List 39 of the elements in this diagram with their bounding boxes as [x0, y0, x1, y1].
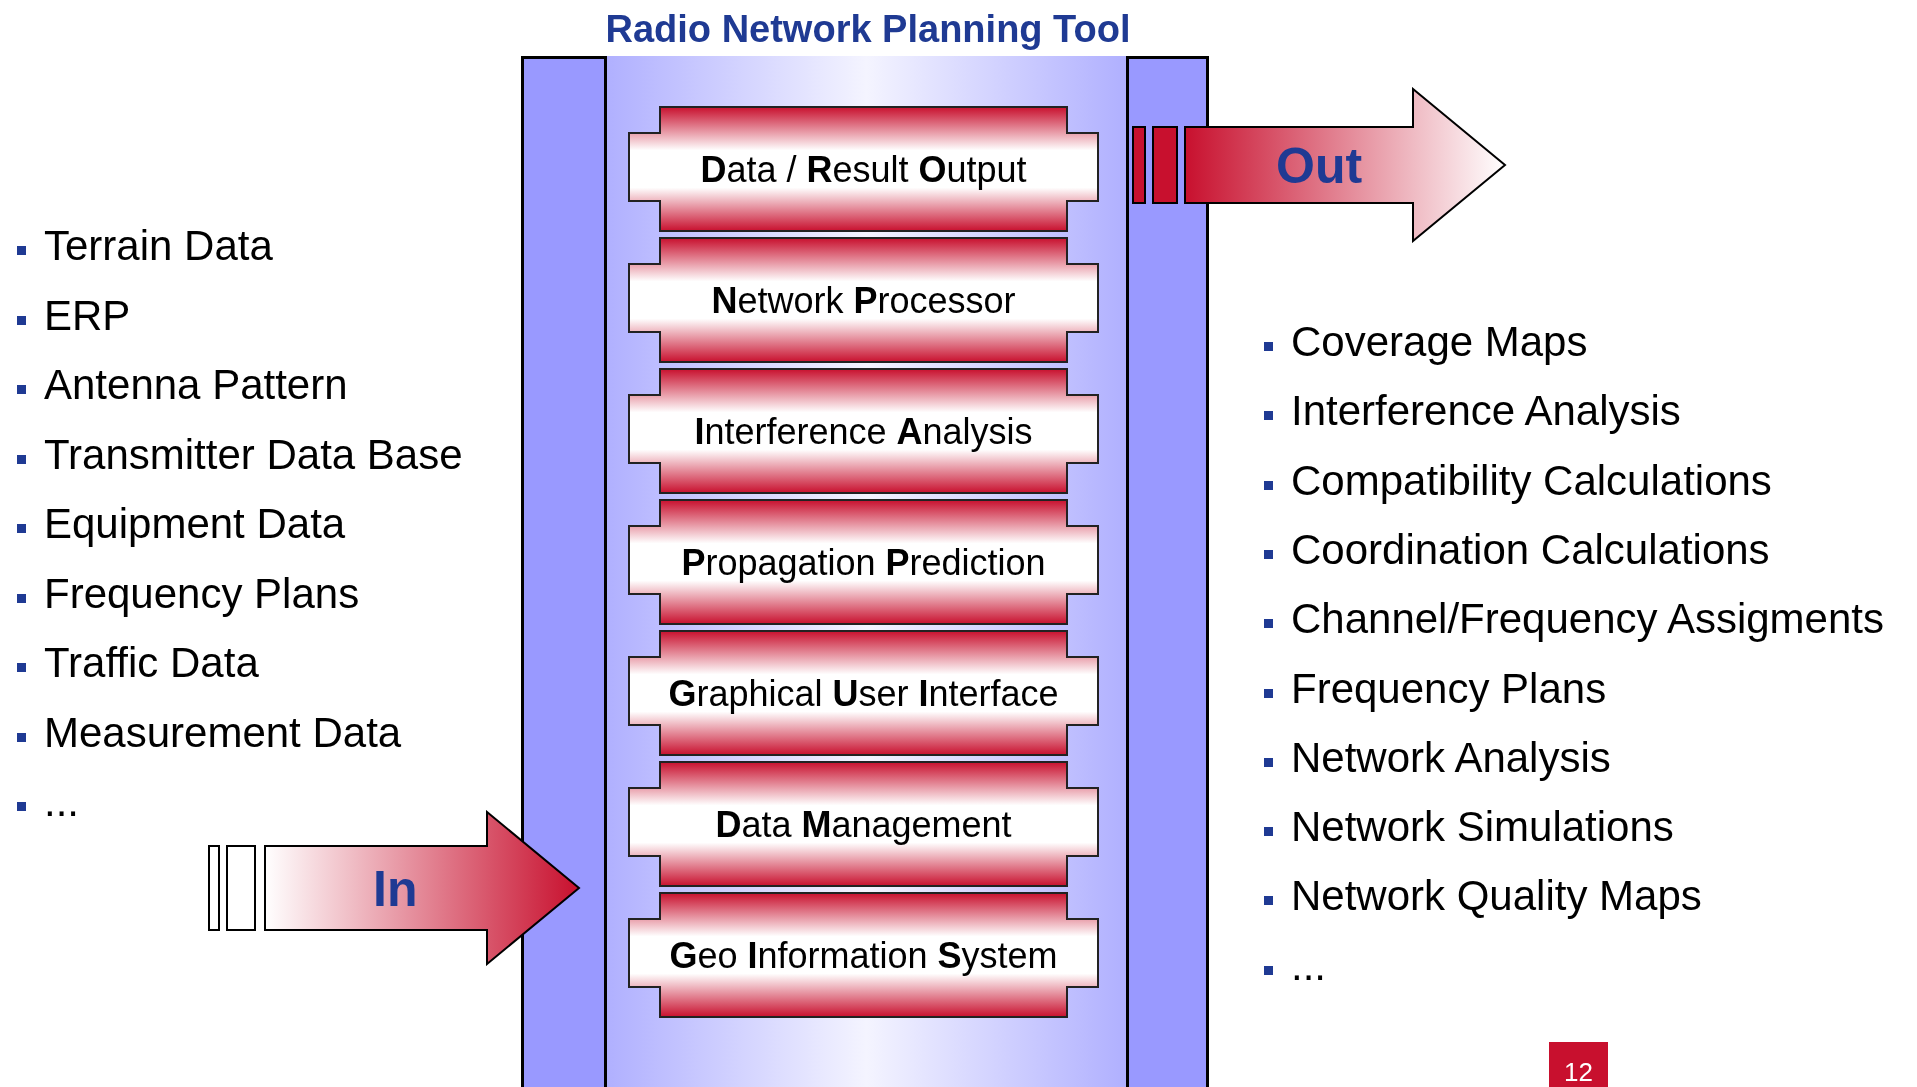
list-item: Transmitter Data Base: [44, 430, 463, 479]
output-label: Out: [1276, 141, 1363, 191]
list-item: Channel/Frequency Assigments: [1291, 595, 1884, 644]
module-block: [627, 498, 1100, 626]
module-label: Data / Result Output: [699, 149, 1028, 191]
column-title: Radio Network Planning Tool: [604, 7, 1132, 52]
list-item: Network Quality Maps: [1291, 872, 1702, 921]
list-item: ...: [44, 778, 79, 826]
list-item: Frequency Plans: [1291, 664, 1607, 713]
list-item: Interference Analysis: [1291, 387, 1681, 436]
list-item: Coverage Maps: [1291, 318, 1588, 366]
list-item: Terrain Data: [44, 222, 273, 270]
list-item: ...: [1291, 941, 1326, 990]
module-label: Graphical User Interface: [667, 673, 1060, 715]
list-item: Antenna Pattern: [44, 361, 348, 409]
list-item: Network Simulations: [1291, 803, 1674, 852]
list-item: Network Analysis: [1291, 733, 1611, 782]
module-label: Propagation Prediction: [680, 542, 1047, 584]
module-label: Geo Information System: [668, 935, 1059, 977]
module-label: Network Processor: [710, 280, 1017, 322]
list-item: Equipment Data: [44, 500, 346, 548]
module-label: Interference Analysis: [693, 411, 1034, 453]
list-item: Traffic Data: [44, 639, 259, 687]
input-label: In: [373, 864, 418, 914]
page-number: 12: [1549, 1042, 1608, 1087]
list-item: Coordination Calculations: [1291, 525, 1770, 574]
module-label: Data Management: [714, 804, 1013, 846]
module-block: [627, 891, 1100, 1019]
list-item: Measurement Data: [44, 708, 402, 757]
list-item: Frequency Plans: [44, 569, 360, 618]
module-block: [627, 105, 1100, 233]
module-block: [627, 236, 1100, 364]
list-item: ERP: [44, 291, 131, 340]
module-block: [627, 760, 1100, 888]
input-arrow: [207, 810, 583, 966]
output-arrow: [1131, 87, 1507, 243]
module-block: [627, 629, 1100, 757]
module-block: [627, 367, 1100, 495]
list-item: Compatibility Calculations: [1291, 456, 1772, 505]
